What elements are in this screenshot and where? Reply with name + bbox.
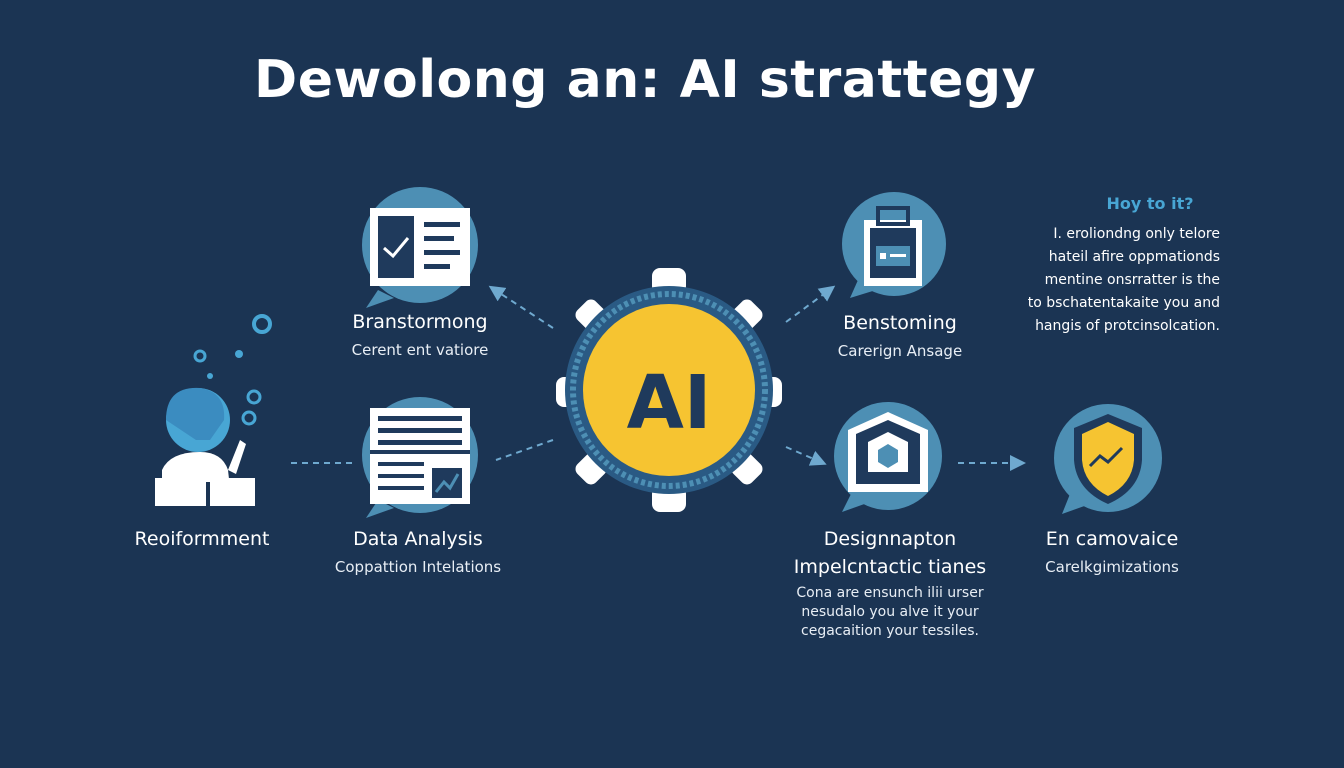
howto-line: hangis of protcinsolcation. — [1035, 318, 1220, 334]
node-reinforcement: Reoiformment — [120, 528, 284, 550]
node-label: Designnapton — [823, 528, 957, 550]
page-title: Dewolong an: AI strattegy — [254, 50, 1036, 110]
howto-line: I. eroliondng only telore — [1053, 226, 1220, 242]
node-label: En camovaice — [1045, 528, 1179, 550]
clipboard-device-icon — [842, 192, 946, 298]
node-sublabel: Carelkgimizations — [1045, 558, 1179, 576]
howto-line: mentine onsrratter is the — [1044, 272, 1220, 288]
node-sublabel: Coppattion Intelations — [334, 558, 502, 576]
report-document-icon — [362, 397, 478, 518]
ai-gear-icon — [556, 268, 782, 512]
node-conclusion: En camovaice Carelkgimizations — [1020, 528, 1204, 576]
arrow-to-brainstorming-left — [488, 285, 554, 329]
node-sublabel: Carerign Ansage — [837, 342, 963, 360]
node-label: Data Analysis — [353, 528, 483, 550]
arrow-to-design — [785, 446, 827, 466]
node-brainstorming-left: Branstormong Cerent ent vatiore — [320, 311, 520, 359]
node-data-analysis: Data Analysis Coppattion Intelations — [318, 528, 518, 576]
description-line: cegacaition your tessiles. — [801, 623, 979, 639]
connector-arrows — [287, 285, 1026, 471]
shield-check-icon — [1054, 404, 1162, 514]
howto-line: hateil afire oppmationds — [1048, 249, 1220, 265]
arrow-to-brainstorming-right — [785, 285, 836, 323]
presentation-board-icon — [362, 187, 478, 308]
howto-line: to bschatentakaite you and — [1027, 295, 1220, 311]
node-sublabel: Cerent ent vatiore — [351, 341, 489, 359]
description-line: Cona are ensunch ilii urser — [796, 585, 984, 601]
node-sublabel: Impelcntactic tianes — [793, 556, 987, 578]
howto-panel: Hoy to it? I. eroliondng only telore hat… — [1010, 194, 1220, 338]
node-brainstorming-right: Benstoming Carerign Ansage — [800, 312, 1000, 360]
arrow-to-data-analysis — [495, 439, 554, 461]
howto-question: Hoy to it? — [1106, 194, 1194, 213]
node-label: Benstoming — [843, 312, 957, 334]
node-description: Cona are ensunch ilii urser nesudalo you… — [780, 584, 1000, 641]
cube-design-icon — [834, 402, 942, 512]
node-label: Reoiformment — [134, 528, 270, 550]
node-design: Designnapton Impelcntactic tianes Cona a… — [780, 528, 1000, 641]
node-label: Branstormong — [352, 311, 488, 333]
thinking-person-icon — [155, 314, 272, 506]
ai-center-label: AI — [627, 360, 712, 446]
description-line: nesudalo you alve it your — [801, 604, 979, 620]
